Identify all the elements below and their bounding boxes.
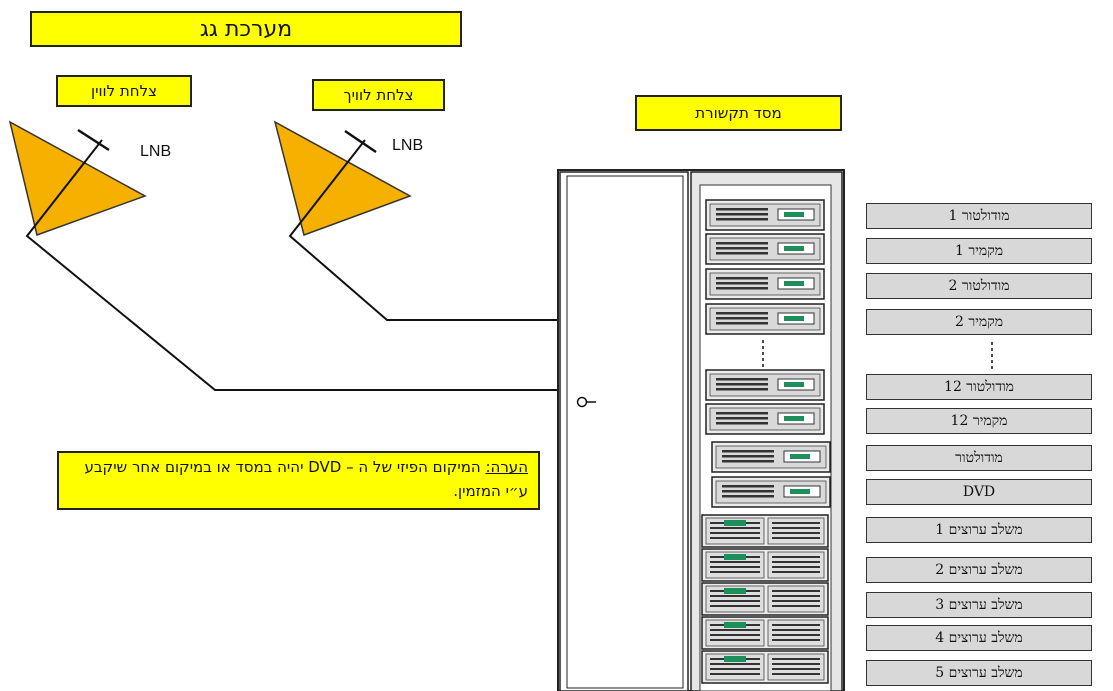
rack-unit bbox=[711, 476, 831, 508]
combiner-unit bbox=[701, 650, 829, 684]
rack-unit bbox=[705, 369, 825, 401]
combiner-unit bbox=[701, 582, 829, 616]
component-item: משלב ערוצים 4 bbox=[866, 625, 1092, 651]
rack-unit bbox=[705, 268, 825, 300]
rack-unit bbox=[705, 199, 825, 231]
rack-unit bbox=[705, 233, 825, 265]
dish-label-right: צלחת לוויך bbox=[312, 79, 445, 111]
rack-unit bbox=[705, 403, 825, 435]
roof-system-title: מערכת גג bbox=[30, 11, 462, 47]
lnb-head-right bbox=[344, 129, 377, 154]
component-item: מקמיר 12 bbox=[866, 408, 1092, 434]
note-box: הערה: המיקום הפיזי של ה – DVD יהיה במסד … bbox=[57, 451, 540, 510]
combiner-unit bbox=[701, 616, 829, 650]
dish-label-left: צלחת לווין bbox=[56, 75, 192, 107]
component-item: מקמיר 1 bbox=[866, 238, 1092, 264]
rack-label: מסד תקשורת bbox=[635, 95, 842, 131]
lnb-head-left bbox=[77, 128, 110, 152]
note-text: המיקום הפיזי של ה – DVD יהיה במסד או במי… bbox=[84, 458, 529, 500]
combiner-unit bbox=[701, 514, 829, 548]
dish-feed-arm-right bbox=[288, 139, 712, 321]
component-item: DVD bbox=[866, 479, 1092, 505]
note-prefix: הערה: bbox=[485, 458, 528, 476]
lnb-label-right: LNB bbox=[392, 137, 424, 154]
component-item: משלב ערוצים 3 bbox=[866, 592, 1092, 618]
component-item: משלב ערוצים 5 bbox=[866, 660, 1092, 686]
rack-unit bbox=[705, 303, 825, 335]
component-item: מודולטור bbox=[866, 445, 1092, 471]
combiner-unit bbox=[701, 548, 829, 582]
component-item: מודולטור 12 bbox=[866, 374, 1092, 400]
rack-unit bbox=[711, 441, 831, 473]
component-item: מקמיר 2 bbox=[866, 309, 1092, 335]
satellite-dish-right bbox=[273, 120, 412, 236]
component-item: משלב ערוצים 1 bbox=[866, 517, 1092, 543]
dish-feed-arm-left bbox=[25, 139, 712, 391]
component-item: משלב ערוצים 2 bbox=[866, 557, 1092, 583]
lnb-label-left: LNB bbox=[140, 143, 172, 160]
satellite-dish-left bbox=[8, 120, 147, 236]
component-item: מודולטור 2 bbox=[866, 273, 1092, 299]
component-item: מודולטור 1 bbox=[866, 203, 1092, 229]
